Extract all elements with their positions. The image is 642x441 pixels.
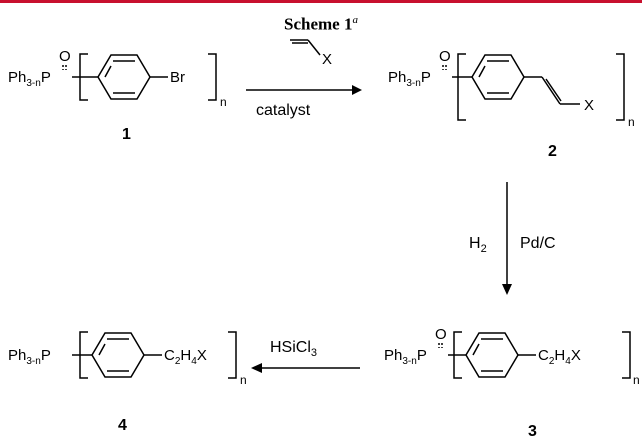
arrow-step-3: HSiCl3 (251, 339, 360, 373)
arrow-step-1: X catalyst (246, 39, 362, 119)
svg-text:Ph3-nP: Ph3-nP (384, 347, 427, 367)
compound-2: Ph3-nP O X n 2 (388, 48, 635, 160)
svg-text:O: O (439, 48, 451, 65)
svg-text:catalyst: catalyst (256, 102, 311, 119)
compound-4: Ph3-nP C2H4X n 4 (8, 331, 247, 434)
arrow-step-2: H2 Pd/C (469, 182, 556, 295)
scheme-title: Scheme 1a (284, 14, 358, 34)
top-rule (0, 0, 642, 3)
svg-text:O: O (435, 326, 447, 343)
svg-text:H2: H2 (469, 235, 487, 255)
svg-text:O: O (59, 48, 71, 65)
svg-text:C2H4X: C2H4X (538, 347, 581, 367)
svg-text:Ph3-nP: Ph3-nP (8, 69, 51, 89)
svg-text:Ph3-nP: Ph3-nP (388, 69, 431, 89)
svg-text:4: 4 (118, 417, 127, 434)
svg-text:n: n (628, 115, 635, 129)
svg-text:3: 3 (528, 423, 537, 440)
svg-text:Ph3-nP: Ph3-nP (8, 347, 51, 367)
svg-text:2: 2 (548, 143, 557, 160)
svg-text:n: n (240, 373, 247, 387)
svg-text:n: n (220, 95, 227, 109)
svg-text:C2H4X: C2H4X (164, 347, 207, 367)
svg-text:HSiCl3: HSiCl3 (270, 339, 317, 359)
compound-1: Ph3-nP O Br n 1 (8, 48, 227, 143)
svg-text:Br: Br (170, 69, 185, 86)
svg-text:X: X (584, 97, 594, 114)
svg-text:1: 1 (122, 126, 131, 143)
svg-text:n: n (633, 373, 640, 387)
compound-3: Ph3-nP O C2H4X n 3 (384, 326, 640, 440)
svg-text:Pd/C: Pd/C (520, 235, 556, 252)
svg-text:X: X (322, 51, 332, 68)
